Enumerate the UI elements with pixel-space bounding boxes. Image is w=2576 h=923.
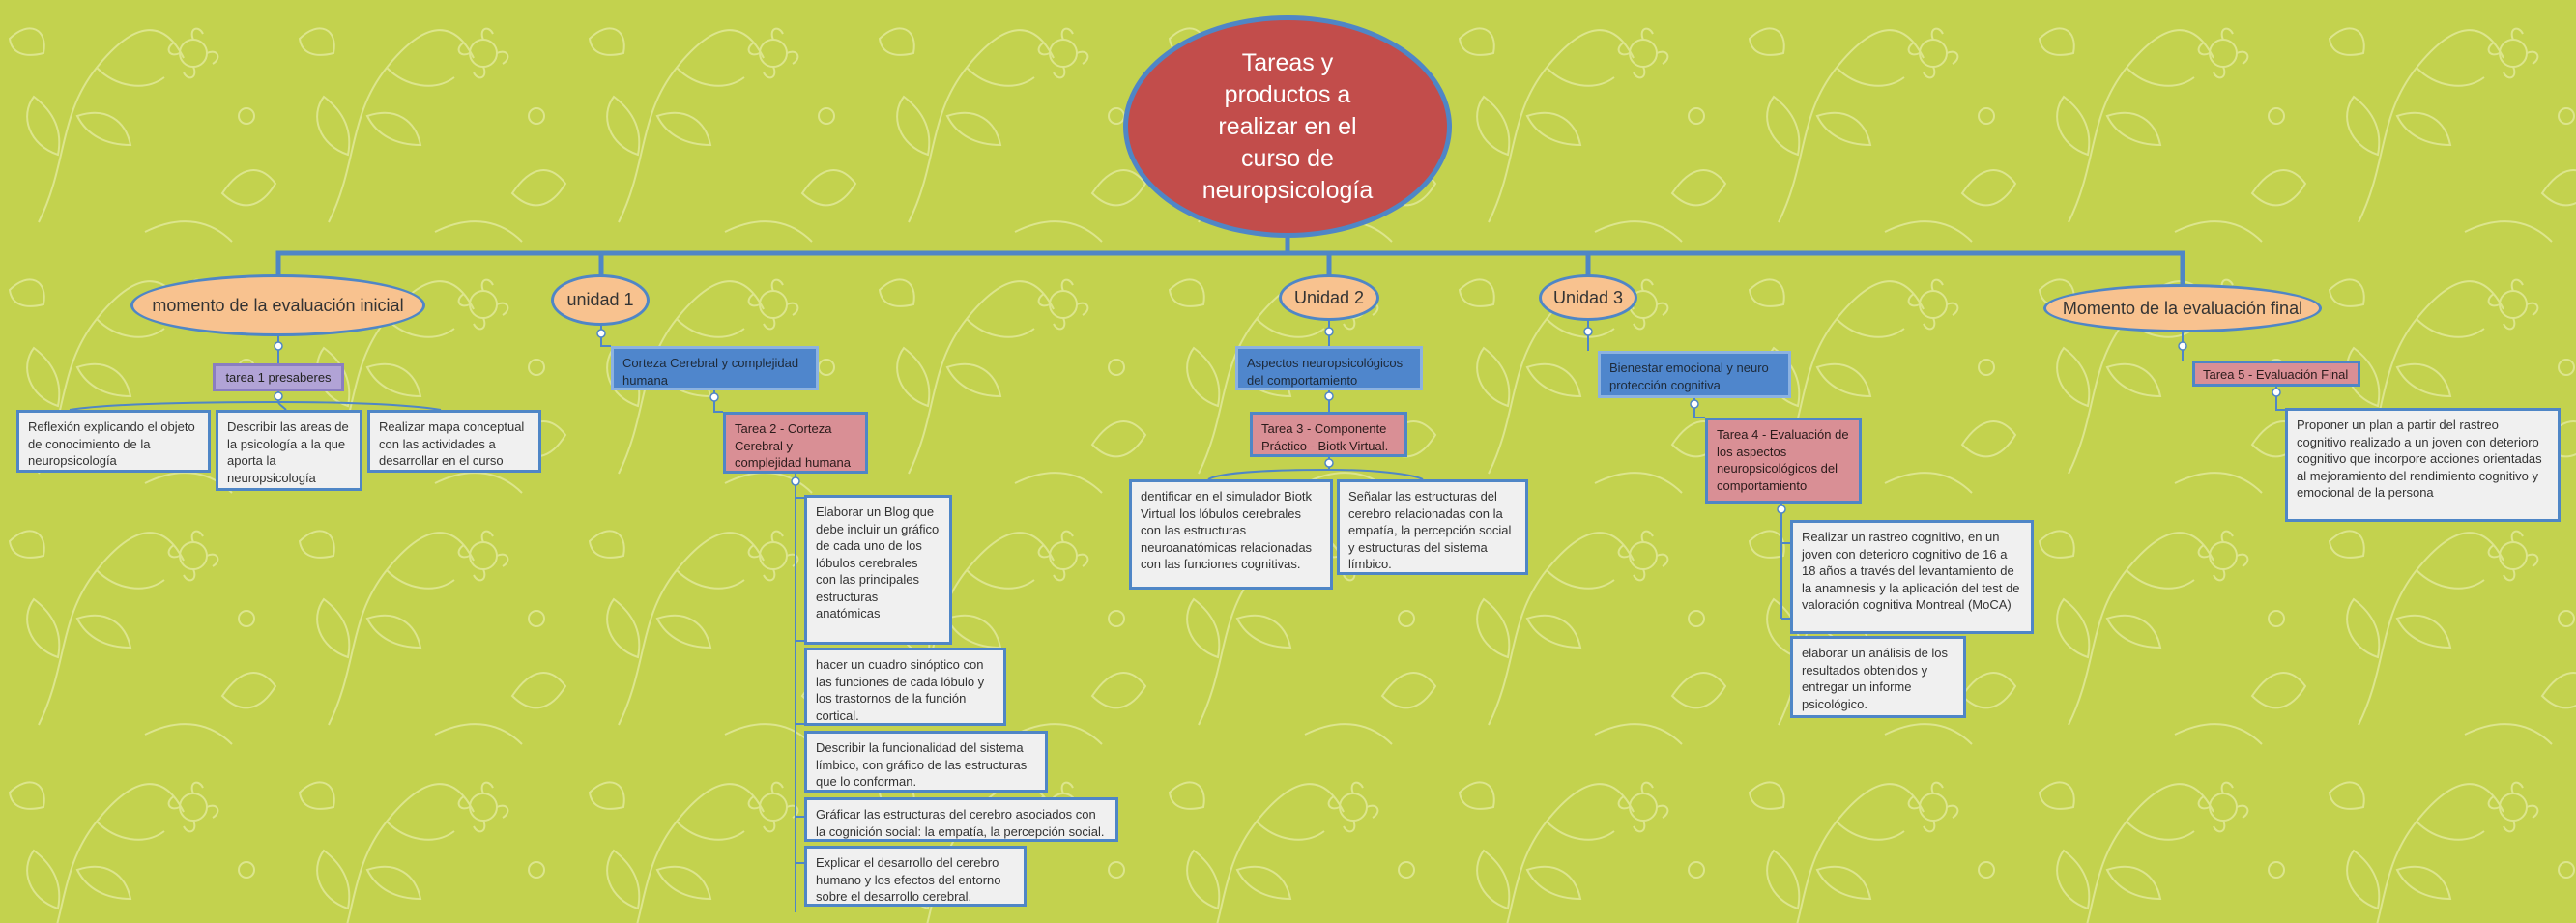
- note-final-plan[interactable]: Proponer un plan a partir del rastreo co…: [2285, 408, 2561, 522]
- topic-label: Bienestar emocional y neuro protección c…: [1609, 361, 1769, 392]
- branch-label: Momento de la evaluación final: [2062, 298, 2303, 318]
- task-label: Tarea 4 - Evaluación de los aspectos neu…: [1717, 427, 1849, 493]
- branch-label: Unidad 3: [1552, 287, 1624, 307]
- note-unidad1-limbico[interactable]: Describir la funcionalidad del sistema l…: [804, 731, 1048, 793]
- task-5-evaluacion-final[interactable]: Tarea 5 - Evaluación Final: [2192, 361, 2360, 387]
- branch-unidad-3[interactable]: Unidad 3: [1539, 274, 1637, 321]
- note-inicial-1[interactable]: Reflexión explicando el objeto de conoci…: [16, 410, 211, 473]
- topic-label: Corteza Cerebral y complejidad humana: [622, 356, 799, 388]
- topic-corteza-cerebral[interactable]: Corteza Cerebral y complejidad humana: [611, 346, 819, 390]
- note-text: Describir la funcionalidad del sistema l…: [816, 740, 1028, 789]
- note-text: dentificar en el simulador Biotk Virtual…: [1141, 489, 1313, 571]
- note-unidad2-senalar[interactable]: Señalar las estructuras del cerebro rela…: [1337, 479, 1528, 575]
- branch-label: unidad 1: [566, 290, 634, 309]
- task-label: Tarea 2 - Corteza Cerebral y complejidad…: [735, 421, 851, 470]
- note-unidad1-desarrollo[interactable]: Explicar el desarrollo del cerebro human…: [804, 846, 1027, 907]
- branch-label: momento de la evaluación inicial: [152, 295, 404, 315]
- branch-evaluacion-inicial[interactable]: momento de la evaluación inicial: [130, 274, 425, 336]
- branch-unidad-2[interactable]: Unidad 2: [1279, 274, 1379, 321]
- note-text: elaborar un análisis de los resultados o…: [1802, 646, 1949, 711]
- note-unidad1-blog[interactable]: Elaborar un Blog que debe incluir un grá…: [804, 495, 952, 645]
- note-inicial-2[interactable]: Describir las areas de la psicología a l…: [216, 410, 362, 491]
- task-presaberes[interactable]: tarea 1 presaberes: [213, 363, 344, 391]
- note-unidad3-analisis[interactable]: elaborar un análisis de los resultados o…: [1790, 636, 1966, 718]
- note-text: Proponer un plan a partir del rastreo co…: [2297, 418, 2542, 500]
- note-unidad2-identificar[interactable]: dentificar en el simulador Biotk Virtual…: [1129, 479, 1333, 590]
- branch-unidad-1[interactable]: unidad 1: [551, 274, 650, 326]
- note-inicial-3[interactable]: Realizar mapa conceptual con las activid…: [367, 410, 541, 473]
- topic-label: Aspectos neuropsicológicos del comportam…: [1247, 356, 1404, 388]
- note-text: Reflexión explicando el objeto de conoci…: [28, 419, 195, 468]
- branch-evaluacion-final[interactable]: Momento de la evaluación final: [2043, 284, 2322, 332]
- root-topic[interactable]: Tareas y productos a realizar en el curs…: [1123, 15, 1452, 238]
- root-title: Tareas y productos a realizar en el curs…: [1201, 48, 1374, 204]
- note-text: hacer un cuadro sinóptico con las funcio…: [816, 657, 985, 723]
- task-label: Tarea 5 - Evaluación Final: [2203, 367, 2349, 382]
- note-text: Explicar el desarrollo del cerebro human…: [816, 855, 1001, 904]
- note-unidad1-cuadro[interactable]: hacer un cuadro sinóptico con las funcio…: [804, 648, 1006, 726]
- task-2-corteza[interactable]: Tarea 2 - Corteza Cerebral y complejidad…: [723, 412, 868, 474]
- note-unidad3-rastreo[interactable]: Realizar un rastreo cognitivo, en un jov…: [1790, 520, 2034, 634]
- note-text: Gráficar las estructuras del cerebro aso…: [816, 807, 1105, 839]
- branch-label: Unidad 2: [1293, 287, 1365, 307]
- note-text: Señalar las estructuras del cerebro rela…: [1348, 489, 1512, 571]
- note-text: Elaborar un Blog que debe incluir un grá…: [816, 505, 940, 620]
- task-label: Tarea 3 - Componente Práctico - Biotk Vi…: [1261, 421, 1389, 453]
- topic-aspectos-neuropsicologicos[interactable]: Aspectos neuropsicológicos del comportam…: [1235, 346, 1423, 390]
- note-text: Describir las areas de la psicología a l…: [227, 419, 349, 485]
- note-unidad1-cognicion[interactable]: Gráficar las estructuras del cerebro aso…: [804, 797, 1118, 842]
- task-3-biotk[interactable]: Tarea 3 - Componente Práctico - Biotk Vi…: [1250, 412, 1407, 457]
- topic-bienestar-emocional[interactable]: Bienestar emocional y neuro protección c…: [1598, 351, 1791, 398]
- task-label: tarea 1 presaberes: [225, 370, 332, 385]
- task-4-evaluacion[interactable]: Tarea 4 - Evaluación de los aspectos neu…: [1705, 418, 1862, 504]
- note-text: Realizar mapa conceptual con las activid…: [379, 419, 525, 468]
- note-text: Realizar un rastreo cognitivo, en un jov…: [1802, 530, 2020, 612]
